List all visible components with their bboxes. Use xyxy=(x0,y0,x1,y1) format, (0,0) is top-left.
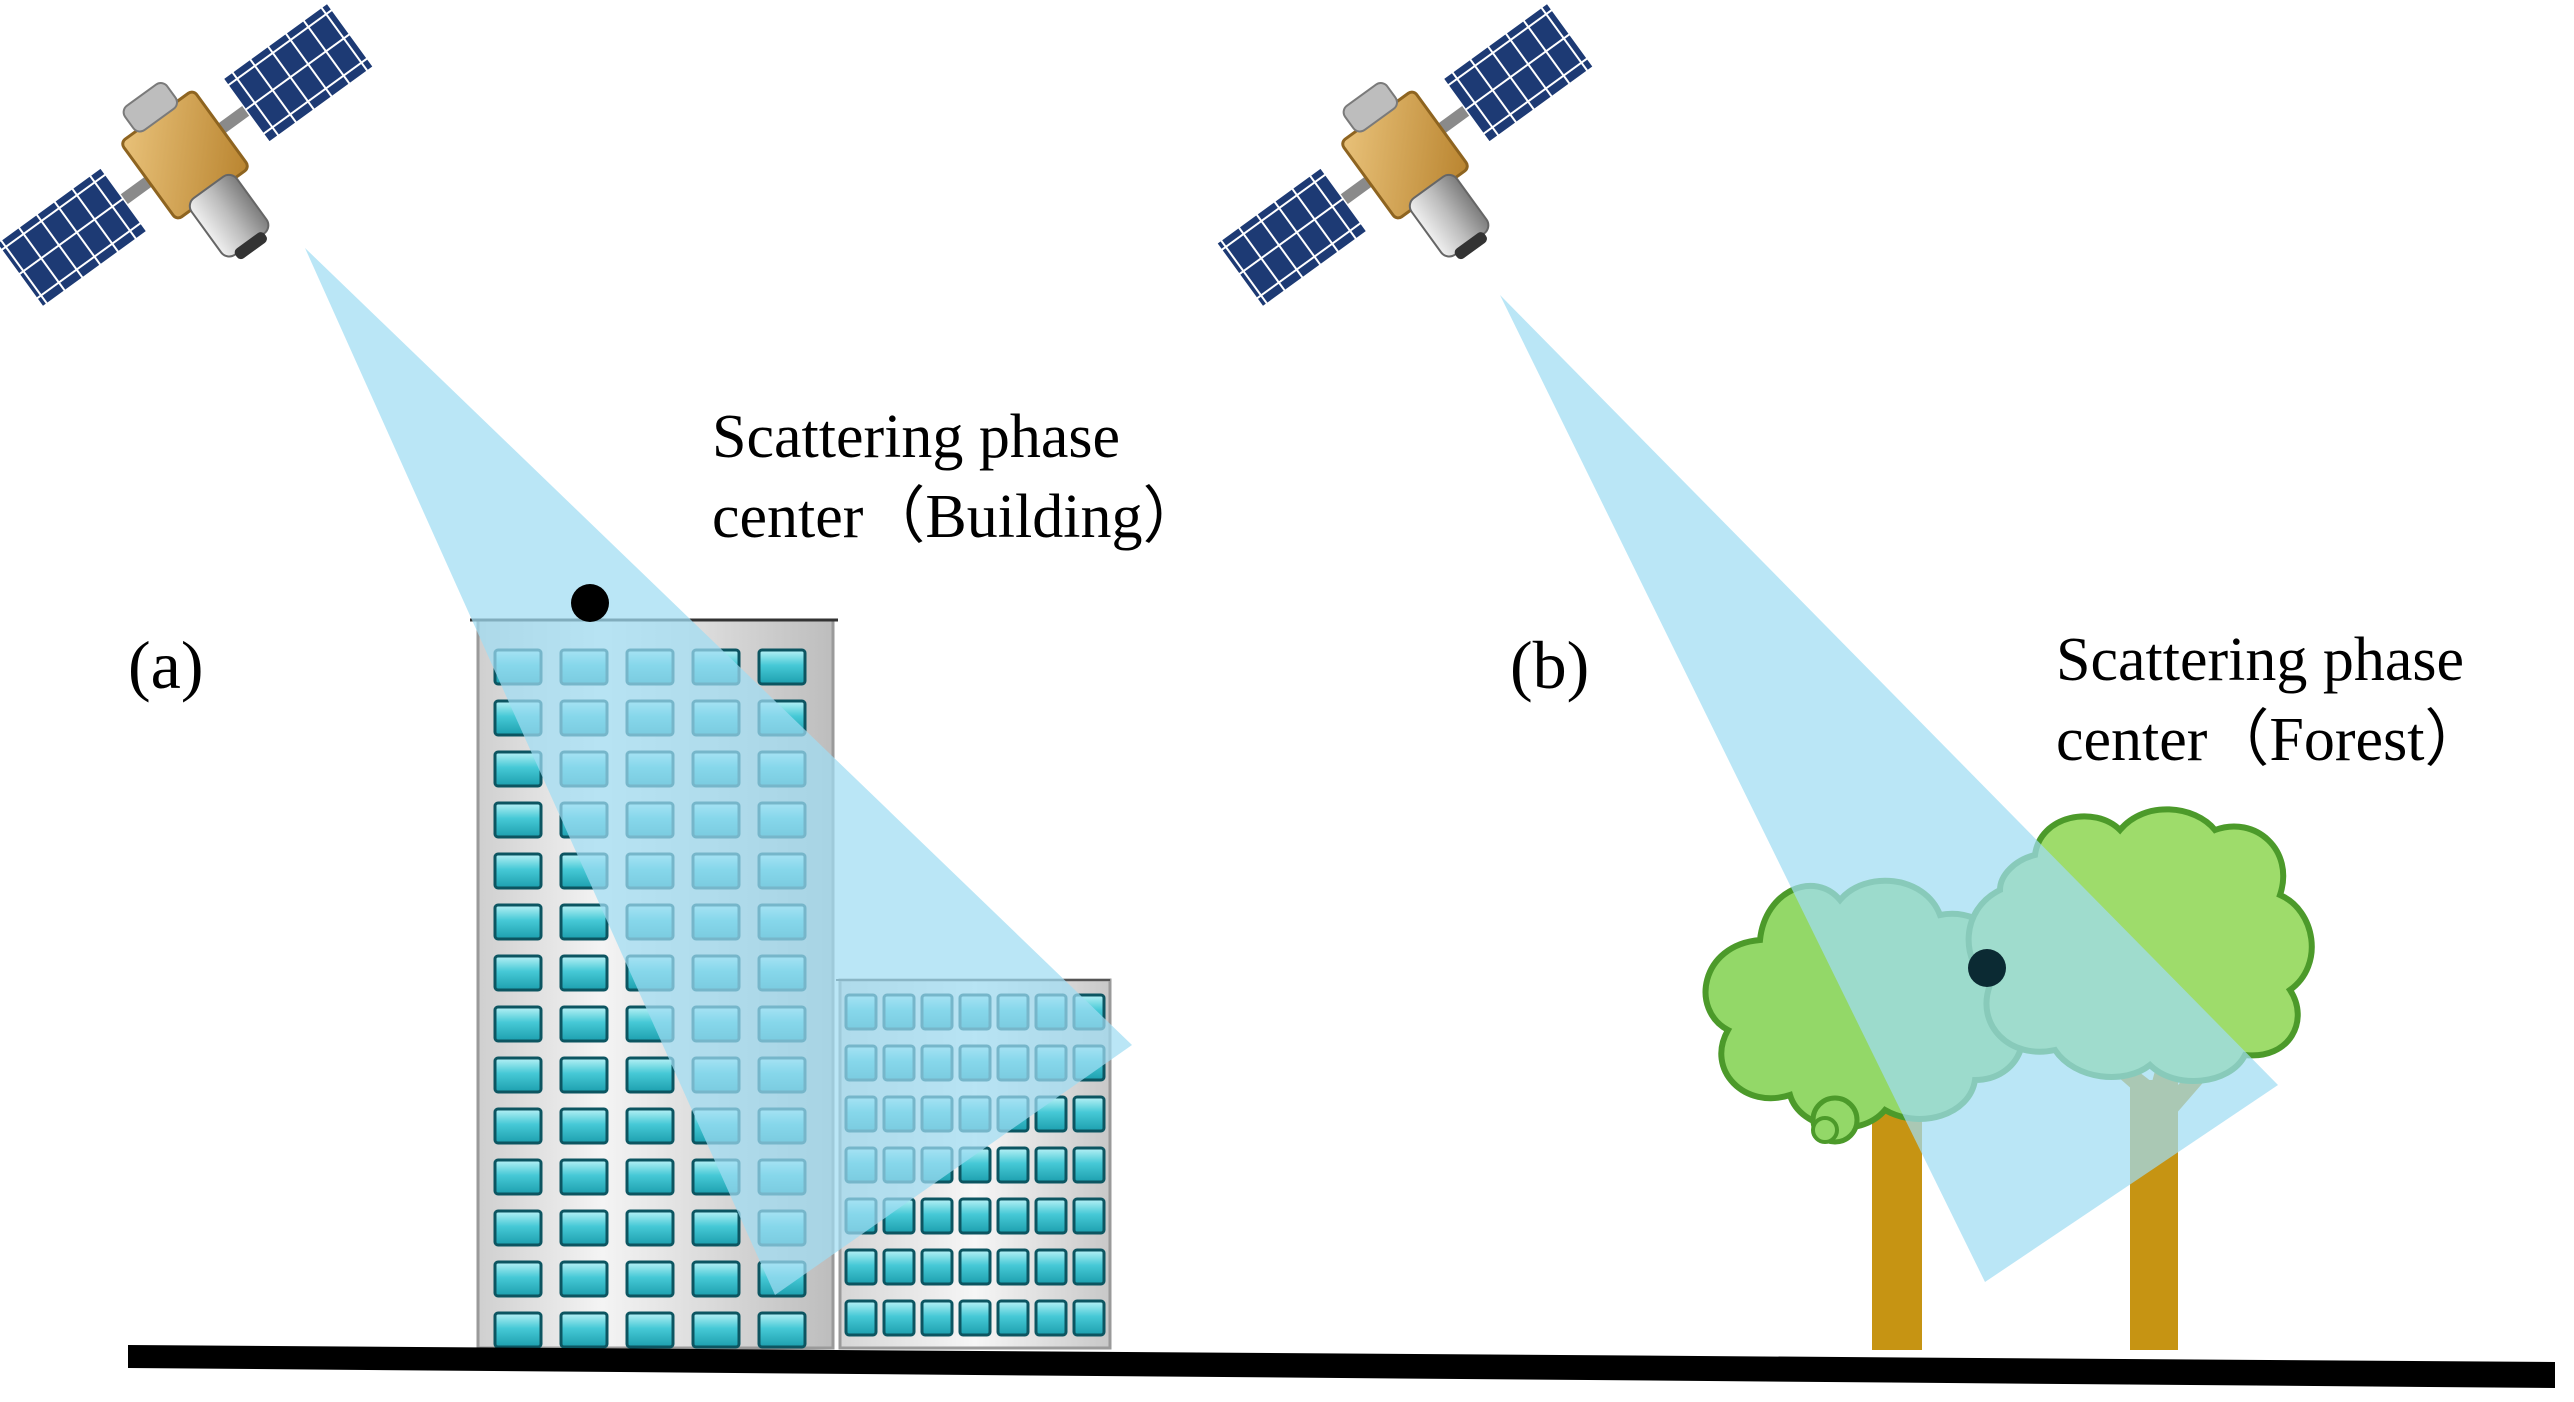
tall-building-window xyxy=(691,1311,741,1349)
short-building-window xyxy=(920,1299,954,1337)
ground-line xyxy=(128,1345,2555,1388)
tall-building-window xyxy=(493,1056,543,1094)
tall-building-window xyxy=(625,1107,675,1145)
short-building-window xyxy=(844,1248,878,1286)
tall-building-window xyxy=(559,1311,609,1349)
short-building-window xyxy=(958,1197,992,1235)
short-building-window xyxy=(1072,1146,1106,1184)
tall-building-window xyxy=(691,1260,741,1298)
annotation-building-line1: Scattering phase xyxy=(712,403,1120,471)
short-building-window xyxy=(1034,1146,1068,1184)
tall-building-window xyxy=(625,1311,675,1349)
short-building-window xyxy=(1072,1299,1106,1337)
tall-building-window xyxy=(559,1260,609,1298)
tall-building-window xyxy=(493,903,543,941)
annotation-forest-line2: center（Forest） xyxy=(2056,706,2486,774)
annotation-building-line2: center（Building） xyxy=(712,483,1204,551)
tall-building-window xyxy=(559,1005,609,1043)
radar-beam-b xyxy=(1500,295,2278,1282)
short-building-window xyxy=(920,1197,954,1235)
short-building-window xyxy=(996,1299,1030,1337)
short-building-window xyxy=(958,1248,992,1286)
short-building-window xyxy=(1072,1197,1106,1235)
short-building-window xyxy=(996,1248,1030,1286)
tall-building-window xyxy=(493,1107,543,1145)
phase-center-dot-building xyxy=(571,584,609,622)
tall-building-window xyxy=(559,1107,609,1145)
short-building-window xyxy=(1034,1248,1068,1286)
radar-beam-a xyxy=(305,248,1132,1295)
short-building-window xyxy=(882,1248,916,1286)
short-building-window xyxy=(920,1248,954,1286)
tall-building-window xyxy=(757,648,807,686)
annotation-forest-line1: Scattering phase xyxy=(2056,626,2464,694)
tall-building-window xyxy=(625,1260,675,1298)
short-building-window xyxy=(996,1146,1030,1184)
tall-building-window xyxy=(493,1158,543,1196)
tall-building-window xyxy=(559,1158,609,1196)
short-building-window xyxy=(1034,1197,1068,1235)
tall-building-window xyxy=(493,1260,543,1298)
satellite-b-icon xyxy=(1194,0,1642,373)
panel-label-b: (b) xyxy=(1510,627,1589,703)
phase-center-dot-forest xyxy=(1968,949,2006,987)
tall-building-window xyxy=(691,1209,741,1247)
short-building-window xyxy=(844,1299,878,1337)
short-building-window xyxy=(1034,1299,1068,1337)
short-building-window xyxy=(1072,1095,1106,1133)
tall-building-window xyxy=(493,1005,543,1043)
tall-building-window xyxy=(757,1311,807,1349)
tall-building-window xyxy=(493,801,543,839)
panel-label-a: (a) xyxy=(128,627,203,703)
tall-building-window xyxy=(493,1311,543,1349)
tall-building-window xyxy=(559,1209,609,1247)
short-building-window xyxy=(996,1197,1030,1235)
tall-building-window xyxy=(625,1056,675,1094)
tall-building-window xyxy=(493,1209,543,1247)
tall-building-window xyxy=(493,852,543,890)
tall-building-window xyxy=(559,1056,609,1094)
short-building-window xyxy=(882,1299,916,1337)
tall-building-window xyxy=(625,1158,675,1196)
short-building-window xyxy=(958,1299,992,1337)
short-building-window xyxy=(1072,1248,1106,1286)
tall-building-window xyxy=(559,954,609,992)
tall-building-window xyxy=(493,954,543,992)
tall-building-window xyxy=(559,903,609,941)
tall-building-window xyxy=(625,1209,675,1247)
